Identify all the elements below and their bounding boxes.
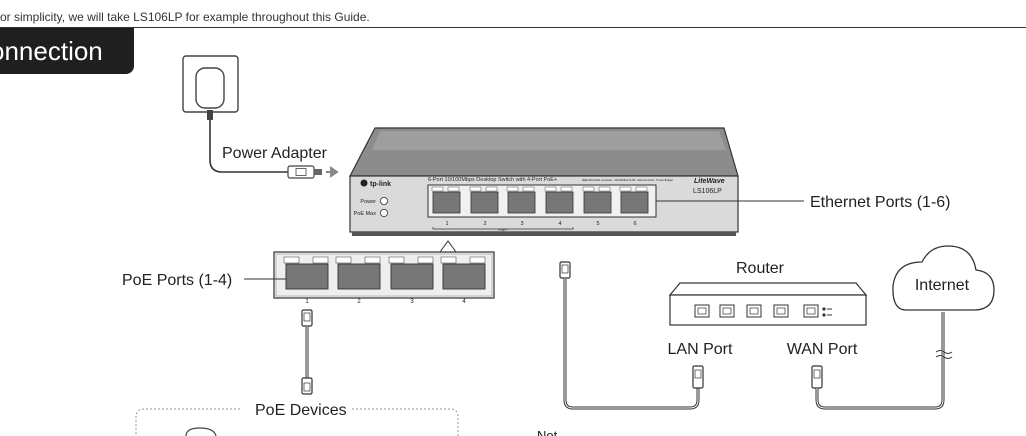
section-title-tab: onnection xyxy=(0,28,134,74)
poe-zoom-number-4: 4 xyxy=(462,299,466,305)
switch-port-number-5: 5 xyxy=(596,221,599,227)
led-power-label: Power xyxy=(360,199,376,205)
poe-zoom-port-3 xyxy=(388,256,434,290)
model-name: LS106LP xyxy=(693,188,722,195)
poe-zoom-port-2 xyxy=(335,256,381,290)
switch-port-number-3: 3 xyxy=(520,221,523,227)
internet-cloud: Internet xyxy=(892,245,995,311)
switch-port-number-1: 1 xyxy=(445,221,448,227)
switch-port-number-2: 2 xyxy=(483,221,486,227)
poe-zoom-number-3: 3 xyxy=(410,299,414,305)
switch-port-number-6: 6 xyxy=(633,221,636,227)
note-partial-text: Not xyxy=(537,428,558,436)
poe-zoom-port-4 xyxy=(440,256,486,290)
poe-bracket-label: PoE+ xyxy=(499,228,508,232)
switch-port-2 xyxy=(469,186,499,214)
adapter-connector-grip xyxy=(295,168,307,176)
router-label: Router xyxy=(736,260,785,277)
led-power-indicator xyxy=(379,196,388,205)
router-device: Router LAN Port WAN Port xyxy=(668,260,868,358)
switch-description: 6-Port 10/100Mbps Desktop Switch with 4-… xyxy=(428,177,557,183)
switch-fine-print: IEEE 802.3af/at compliant · 10/100Mbps R… xyxy=(582,178,673,182)
switch-port-5 xyxy=(582,186,612,214)
switch-port-3 xyxy=(506,186,536,214)
poe-ports-label: PoE Ports (1-4) xyxy=(122,272,232,289)
poe-device-cable xyxy=(301,309,313,395)
switch-port-6 xyxy=(619,186,649,214)
poe-bracket xyxy=(432,227,574,230)
poe-devices-box xyxy=(135,408,459,436)
poe-zoom-number-1: 1 xyxy=(305,299,309,305)
switch-port-1 xyxy=(431,186,461,214)
series-logo: LiteWave xyxy=(694,178,725,185)
poe-devices-label: PoE Devices xyxy=(255,402,347,419)
switch-port-number-4: 4 xyxy=(558,221,561,227)
switch-base xyxy=(352,232,736,236)
adapter-body xyxy=(195,67,225,109)
router-status-icon xyxy=(822,307,832,317)
poe-ports-zoom: 1 2 3 4 xyxy=(273,251,495,305)
power-arrow-icon xyxy=(326,166,339,178)
internet-label: Internet xyxy=(915,277,970,294)
zoom-pointer xyxy=(439,240,457,253)
uplink-cable xyxy=(559,261,704,410)
lan-port-label: LAN Port xyxy=(668,341,733,358)
adapter-plug-stub xyxy=(207,110,213,120)
router-top xyxy=(668,282,868,296)
switch-top-highlight xyxy=(372,131,726,150)
power-adapter-label: Power Adapter xyxy=(222,145,328,162)
ethernet-ports-label: Ethernet Ports (1-6) xyxy=(810,194,951,211)
poe-zoom-port-1 xyxy=(283,256,329,290)
power-adapter: Power Adapter xyxy=(182,55,339,179)
switch-device: tp-link 6-Port 10/100Mbps Desktop Switch… xyxy=(349,127,739,236)
intro-text: or simplicity, we will take LS106LP for … xyxy=(0,10,370,24)
line-break-icon xyxy=(935,350,953,359)
led-poe-max-indicator xyxy=(379,208,388,217)
adapter-cable xyxy=(209,120,288,173)
poe-zoom-number-2: 2 xyxy=(357,299,361,305)
led-poe-max-label: PoE Max xyxy=(354,211,377,217)
port-panel xyxy=(427,184,657,218)
switch-port-4 xyxy=(544,186,574,214)
tp-link-logo-icon xyxy=(360,179,368,187)
brand-name: tp-link xyxy=(370,181,391,188)
adapter-tip xyxy=(314,169,322,175)
wan-cable xyxy=(811,312,953,410)
cloud-icon xyxy=(892,245,995,311)
poe-device-camera-icon xyxy=(185,427,217,436)
wan-port-label: WAN Port xyxy=(787,341,858,358)
header-rule xyxy=(0,27,1026,28)
